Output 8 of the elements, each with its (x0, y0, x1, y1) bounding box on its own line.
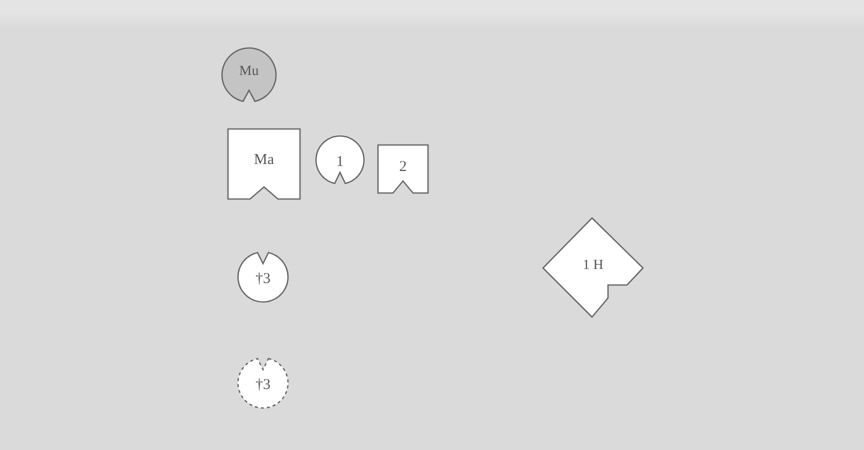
node-label: Ma (254, 152, 274, 168)
notched-diamond (543, 218, 643, 317)
node-label: 1 H (582, 258, 604, 274)
node-label: Mu (239, 64, 259, 80)
node-label: 1 (336, 154, 344, 170)
node-label: †3 (256, 376, 270, 394)
node-label: †3 (256, 270, 270, 288)
node-label: 2 (399, 158, 407, 176)
